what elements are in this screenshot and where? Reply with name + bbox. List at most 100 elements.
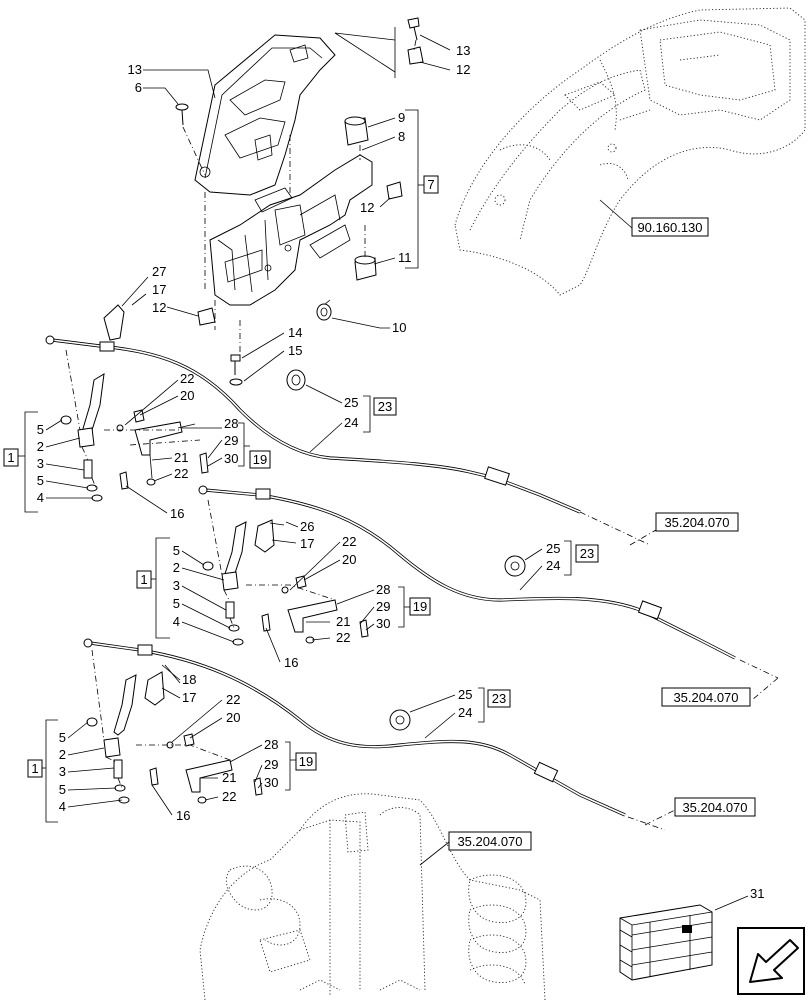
clip-12-mid xyxy=(386,181,403,200)
boxed-callout-23-mid[interactable]: 23 xyxy=(575,544,599,563)
callout-16-bot: 16 xyxy=(176,808,190,823)
kit-crate-icon xyxy=(619,904,713,981)
callout-30-mid: 30 xyxy=(376,616,390,631)
boxed-callout-1-top[interactable]: 1 xyxy=(3,448,19,467)
callout-2-bot: 2 xyxy=(59,747,66,762)
grommet-25-top xyxy=(286,369,306,391)
callout-2-mid: 2 xyxy=(173,560,180,575)
svg-text:35.204.070: 35.204.070 xyxy=(682,800,747,815)
lever-assembly-top xyxy=(60,349,209,502)
boxed-callout-7[interactable]: 7 xyxy=(423,175,439,194)
reference-box-cable-end-bottom[interactable]: 35.204.070 xyxy=(674,797,756,817)
callout-31: 31 xyxy=(750,886,764,901)
callout-15: 15 xyxy=(288,343,302,358)
callout-18: 18 xyxy=(182,672,196,687)
callout-labels: 13 6 13 12 9 8 12 11 10 27 17 12 14 15 2… xyxy=(37,43,765,901)
cable-24-bottom xyxy=(83,638,666,831)
boxed-callout-1-mid[interactable]: 1 xyxy=(136,570,152,589)
callout-22-top-a: 22 xyxy=(180,371,194,386)
callout-24-mid: 24 xyxy=(546,558,560,573)
callout-20-mid: 20 xyxy=(342,552,356,567)
svg-text:1: 1 xyxy=(140,572,147,587)
bolt-14 xyxy=(230,354,241,375)
svg-text:23: 23 xyxy=(378,399,392,414)
callout-2-top: 2 xyxy=(37,439,44,454)
cable-end-ref-leader-bottom xyxy=(644,809,676,826)
svg-text:7: 7 xyxy=(427,177,434,192)
callout-8: 8 xyxy=(398,129,405,144)
svg-text:19: 19 xyxy=(299,754,313,769)
boxed-callout-1-bot[interactable]: 1 xyxy=(27,759,43,778)
lever-assembly-middle xyxy=(202,499,369,646)
callout-21-top: 21 xyxy=(174,450,188,465)
callout-12-mid: 12 xyxy=(360,200,374,215)
svg-text:23: 23 xyxy=(492,691,506,706)
reference-box-cable-end-top[interactable]: 35.204.070 xyxy=(655,512,739,532)
svg-text:35.204.070: 35.204.070 xyxy=(673,690,738,705)
grommet-25-middle xyxy=(504,555,526,577)
boxed-callout-19-top[interactable]: 19 xyxy=(249,450,271,469)
callout-5-mid-b: 5 xyxy=(173,596,180,611)
reference-box-cable-end-middle[interactable]: 35.204.070 xyxy=(661,687,751,707)
callout-17-top: 17 xyxy=(152,282,166,297)
callout-24-bot: 24 xyxy=(458,705,472,720)
svg-text:90.160.130: 90.160.130 xyxy=(637,220,702,235)
callout-30-bot: 30 xyxy=(264,775,278,790)
callout-24-top: 24 xyxy=(344,415,358,430)
callout-25-bot: 25 xyxy=(458,687,472,702)
callout-13-right: 13 xyxy=(456,43,470,58)
cable-end-ref-leader-top xyxy=(629,529,657,546)
svg-text:19: 19 xyxy=(413,599,427,614)
callout-29-bot: 29 xyxy=(264,757,278,772)
callout-5-top-b: 5 xyxy=(37,473,44,488)
fender-outline xyxy=(454,7,806,296)
callout-4-bot: 4 xyxy=(59,799,66,814)
leader-lines xyxy=(18,27,749,911)
knob-27 xyxy=(103,304,125,341)
valve-ref-leader xyxy=(419,841,450,866)
callout-9: 9 xyxy=(398,110,405,125)
clip-12-top xyxy=(407,46,424,65)
callout-3-bot: 3 xyxy=(59,764,66,779)
callout-21-mid: 21 xyxy=(336,614,350,629)
clip-12-left xyxy=(197,307,216,326)
reference-box-fender[interactable]: 90.160.130 xyxy=(631,217,709,237)
callout-22-mid-a: 22 xyxy=(342,534,356,549)
callout-25-top: 25 xyxy=(344,395,358,410)
callout-13-left: 13 xyxy=(128,62,142,77)
screw-13 xyxy=(407,17,420,41)
next-page-arrow-button[interactable] xyxy=(737,927,805,995)
svg-text:19: 19 xyxy=(253,452,267,467)
callout-22-bot-a: 22 xyxy=(226,692,240,707)
callout-30-top: 30 xyxy=(224,451,238,466)
callout-12-left: 12 xyxy=(152,300,166,315)
callout-14: 14 xyxy=(288,325,302,340)
callout-4-mid: 4 xyxy=(173,614,180,629)
bracket-assembly-7 xyxy=(209,154,373,306)
callout-26: 26 xyxy=(300,519,314,534)
bushing-11 xyxy=(354,255,377,281)
bushing-10 xyxy=(316,303,332,321)
axis-lines-top xyxy=(182,39,417,355)
callout-28-bot: 28 xyxy=(264,737,278,752)
boxed-callout-19-bot[interactable]: 19 xyxy=(295,752,317,771)
boxed-callout-23-top[interactable]: 23 xyxy=(373,397,397,416)
boxed-callout-23-bot[interactable]: 23 xyxy=(487,689,511,708)
boxed-callout-19-mid[interactable]: 19 xyxy=(409,597,431,616)
callout-5-top-a: 5 xyxy=(37,422,44,437)
callout-6: 6 xyxy=(135,80,142,95)
callout-10: 10 xyxy=(392,320,406,335)
callout-20-top: 20 xyxy=(180,388,194,403)
washer-15 xyxy=(229,378,243,386)
svg-text:23: 23 xyxy=(580,546,594,561)
callout-16-mid: 16 xyxy=(284,655,298,670)
callout-12-top: 12 xyxy=(456,62,470,77)
callout-22-mid-b: 22 xyxy=(336,630,350,645)
bushing-9 xyxy=(344,116,369,146)
reference-box-valve[interactable]: 35.204.070 xyxy=(448,831,532,851)
cable-24-middle xyxy=(198,485,779,679)
svg-text:1: 1 xyxy=(7,450,14,465)
callout-5-bot-a: 5 xyxy=(59,730,66,745)
callout-3-mid: 3 xyxy=(173,578,180,593)
